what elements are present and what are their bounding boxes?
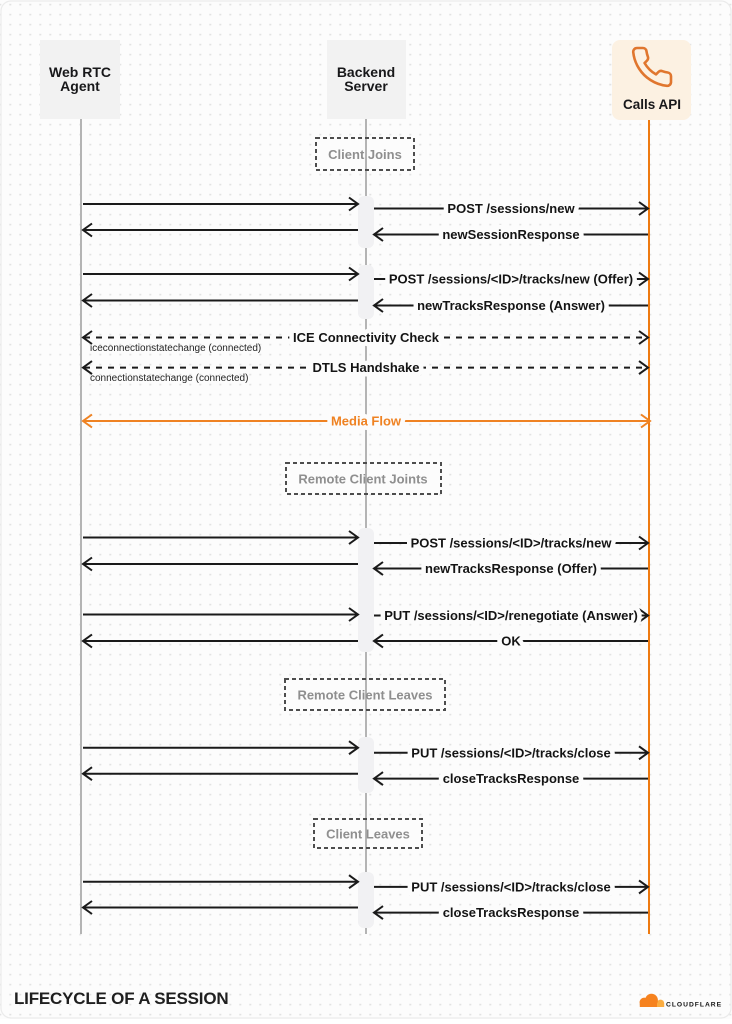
svg-text:Server: Server xyxy=(344,78,388,94)
svg-text:PUT /sessions/<ID>/renegotiate: PUT /sessions/<ID>/renegotiate (Answer) xyxy=(384,608,638,623)
svg-text:Calls API: Calls API xyxy=(623,97,681,112)
svg-text:CLOUDFLARE: CLOUDFLARE xyxy=(666,1002,722,1009)
svg-text:OK: OK xyxy=(501,634,521,649)
svg-text:closeTracksResponse: closeTracksResponse xyxy=(443,905,580,920)
svg-text:POST /sessions/<ID>/tracks/new: POST /sessions/<ID>/tracks/new xyxy=(411,536,613,551)
svg-text:closeTracksResponse: closeTracksResponse xyxy=(443,771,580,786)
svg-text:Remote Client Leaves: Remote Client Leaves xyxy=(297,688,432,703)
svg-text:newTracksResponse (Offer): newTracksResponse (Offer) xyxy=(425,561,597,576)
svg-text:DTLS Handshake: DTLS Handshake xyxy=(313,360,420,375)
svg-text:Backend: Backend xyxy=(337,64,395,80)
svg-text:Remote Client Joints: Remote Client Joints xyxy=(298,472,427,487)
svg-text:POST /sessions/<ID>/tracks/new: POST /sessions/<ID>/tracks/new (Offer) xyxy=(389,272,633,287)
svg-text:POST /sessions/new: POST /sessions/new xyxy=(447,201,575,216)
svg-text:newSessionResponse: newSessionResponse xyxy=(442,227,579,242)
svg-text:ICE Connectivity Check: ICE Connectivity Check xyxy=(293,330,440,345)
svg-text:iceconnectionstatechange (conn: iceconnectionstatechange (connected) xyxy=(90,343,261,354)
svg-text:PUT /sessions/<ID>/tracks/clos: PUT /sessions/<ID>/tracks/close xyxy=(411,745,610,760)
svg-text:Web RTC: Web RTC xyxy=(49,64,111,80)
svg-text:Media Flow: Media Flow xyxy=(331,414,402,429)
svg-text:newTracksResponse (Answer): newTracksResponse (Answer) xyxy=(417,298,605,313)
svg-text:Client Joins: Client Joins xyxy=(328,147,402,162)
svg-text:Agent: Agent xyxy=(60,78,100,94)
svg-text:LIFECYCLE OF A SESSION: LIFECYCLE OF A SESSION xyxy=(14,989,228,1008)
svg-text:Client Leaves: Client Leaves xyxy=(326,827,410,842)
svg-text:connectionstatechange (connect: connectionstatechange (connected) xyxy=(90,373,248,384)
svg-text:PUT /sessions/<ID>/tracks/clos: PUT /sessions/<ID>/tracks/close xyxy=(411,879,610,894)
